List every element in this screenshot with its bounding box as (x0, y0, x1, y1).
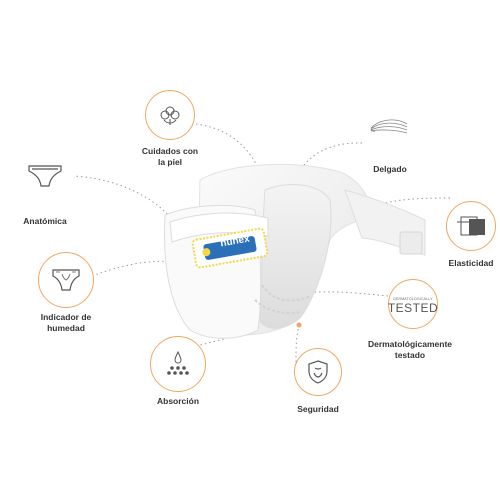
anatomic-diaper-icon (16, 156, 74, 196)
connector-dot-seguridad (296, 322, 302, 328)
absorption-drops-icon (150, 336, 206, 392)
label-seguridad: Seguridad (297, 404, 339, 414)
cotton-flower-icon (145, 90, 195, 140)
label-absorcion: Absorción (156, 396, 200, 406)
shield-icon (294, 348, 342, 396)
nunex-logo-tab (191, 227, 269, 269)
label-elasticidad: Elasticidad (448, 258, 494, 268)
connector-cuidados (195, 123, 272, 209)
label-delgado: Delgado (373, 164, 407, 174)
elastic-band-icon (446, 201, 496, 251)
dermatologically-tested-icon: DERMATOLOGICALLY TESTED (388, 279, 438, 329)
wetness-indicator-diaper-icon (38, 252, 94, 308)
connector-delgado (296, 142, 363, 179)
label-anatomica: Anatómica (23, 216, 67, 226)
thin-layers-icon (360, 98, 418, 156)
